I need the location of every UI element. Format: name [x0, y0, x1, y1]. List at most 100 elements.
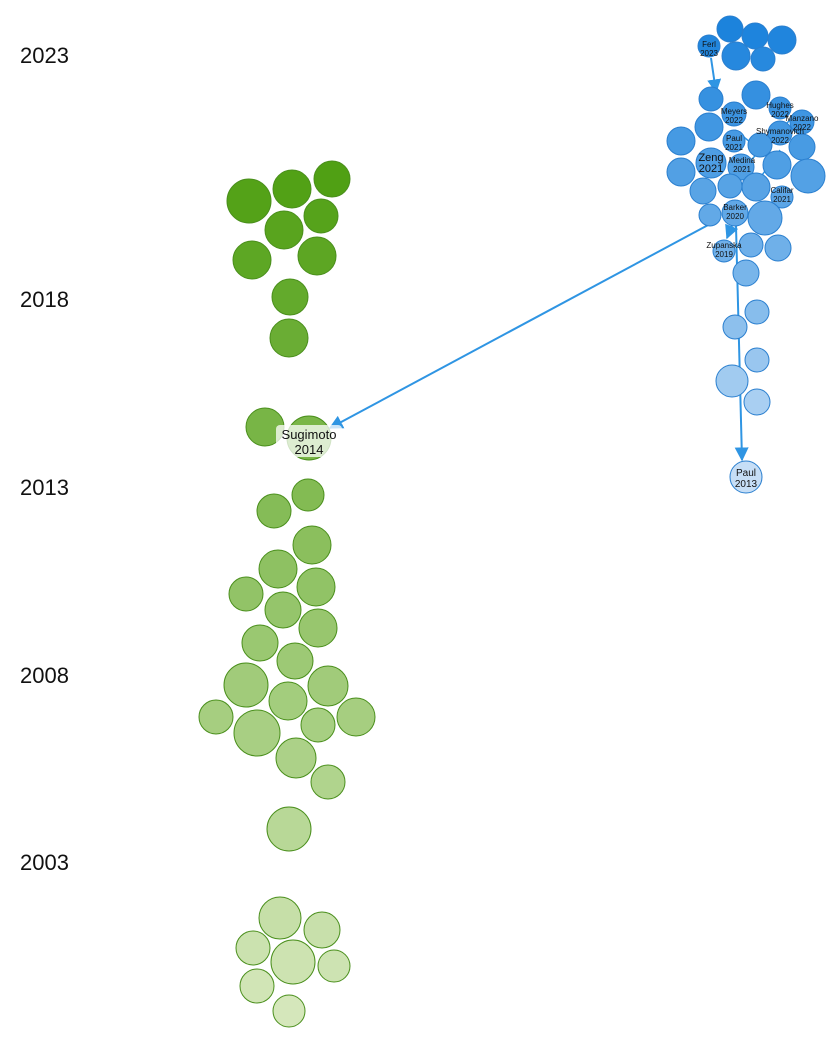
node-label-zeng-2021: Zeng 2021 [698, 152, 723, 175]
green-paper-node[interactable] [297, 236, 337, 276]
node-label-zupanska-2019: Zupanska 2019 [706, 241, 742, 259]
blue-paper-node[interactable] [743, 388, 771, 416]
node-year: 2022 [771, 110, 789, 119]
blue-paper-node[interactable] [689, 177, 717, 205]
blue-paper-node[interactable] [744, 299, 770, 325]
blue-paper-node[interactable] [741, 22, 769, 50]
blue-paper-node[interactable] [732, 259, 760, 287]
blue-paper-node[interactable] [715, 364, 749, 398]
node-label-barker-2020: Barker 2020 [723, 203, 747, 221]
green-paper-node[interactable] [198, 699, 234, 735]
green-paper-node[interactable] [264, 210, 304, 250]
green-paper-node[interactable] [269, 318, 309, 358]
green-paper-node[interactable] [228, 576, 264, 612]
node-label-meyers-2022: Meyers 2022 [721, 107, 747, 125]
green-paper-node[interactable] [266, 806, 312, 852]
blue-paper-node[interactable] [764, 234, 792, 262]
green-paper-node[interactable] [226, 178, 272, 224]
blue-paper-node[interactable] [729, 460, 763, 494]
green-paper-node[interactable] [336, 697, 376, 737]
green-paper-node[interactable] [256, 493, 292, 529]
green-paper-node[interactable] [310, 764, 346, 800]
blue-paper-node[interactable] [698, 203, 722, 227]
blue-paper-node[interactable] [738, 232, 764, 258]
green-paper-node[interactable] [296, 567, 336, 607]
blue-paper-node[interactable] [747, 200, 783, 236]
blue-paper-node[interactable] [770, 185, 794, 209]
blue-paper-node[interactable] [741, 80, 771, 110]
green-paper-node[interactable] [275, 737, 317, 779]
node-label-medina-2021: Medina 2021 [729, 156, 756, 174]
blue-paper-node[interactable] [695, 147, 727, 179]
node-author: Shymanovich [756, 127, 804, 136]
node-author: Meyers [721, 107, 747, 116]
blue-paper-node[interactable] [762, 150, 792, 180]
blue-paper-node[interactable] [722, 129, 746, 153]
year-label-2003: 2003 [20, 850, 69, 875]
blue-paper-node[interactable] [721, 199, 749, 227]
green-paper-node[interactable] [241, 624, 279, 662]
blue-paper-node[interactable] [747, 132, 773, 158]
blue-paper-node[interactable] [697, 34, 721, 58]
node-year: 2022 [725, 116, 743, 125]
node-year: 2014 [295, 442, 324, 457]
blue-paper-node[interactable] [767, 25, 797, 55]
node-author: Medina [729, 156, 756, 165]
node-author: Hughes [766, 101, 794, 110]
green-paper-node[interactable] [223, 662, 269, 708]
blue-paper-node[interactable] [768, 96, 792, 120]
blue-paper-node[interactable] [666, 126, 696, 156]
blue-paper-node[interactable] [741, 172, 771, 202]
node-label-hughes-2022: Hughes 2022 [766, 101, 794, 119]
green-paper-node[interactable] [271, 278, 309, 316]
green-paper-node[interactable] [232, 240, 272, 280]
green-paper-node[interactable] [272, 994, 306, 1028]
node-label-manzano-2022: Manzano 2022 [786, 114, 819, 132]
green-paper-node[interactable] [264, 591, 302, 629]
green-paper-node[interactable] [303, 198, 339, 234]
green-paper-node[interactable] [307, 665, 349, 707]
node-year: 2022 [771, 136, 789, 145]
green-paper-node[interactable] [317, 949, 351, 983]
green-paper-node[interactable] [298, 608, 338, 648]
blue-paper-node[interactable] [716, 15, 744, 43]
blue-paper-node[interactable] [721, 41, 751, 71]
blue-paper-node[interactable] [717, 173, 743, 199]
green-paper-node[interactable] [272, 169, 312, 209]
green-paper-node[interactable] [268, 681, 308, 721]
blue-paper-node[interactable] [721, 101, 747, 127]
blue-paper-node[interactable] [712, 239, 736, 263]
green-paper-node[interactable] [270, 939, 316, 985]
node-year: 2013 [735, 479, 758, 490]
green-paper-node[interactable] [276, 642, 314, 680]
green-paper-node[interactable] [233, 709, 281, 757]
green-paper-node[interactable] [235, 930, 271, 966]
green-paper-node[interactable] [258, 549, 298, 589]
year-label-2008: 2008 [20, 663, 69, 688]
blue-paper-node[interactable] [767, 120, 793, 146]
green-paper-node[interactable] [239, 968, 275, 1004]
green-cluster [198, 160, 376, 1028]
blue-paper-node[interactable] [727, 153, 755, 181]
green-paper-node[interactable] [258, 896, 302, 940]
green-paper-node[interactable] [303, 911, 341, 949]
blue-paper-node[interactable] [750, 46, 776, 72]
green-paper-node[interactable] [292, 525, 332, 565]
node-author: Ferl [702, 40, 716, 49]
blue-paper-node[interactable] [698, 86, 724, 112]
blue-paper-node[interactable] [788, 133, 816, 161]
green-paper-node[interactable] [300, 707, 336, 743]
node-author: Sugimoto [282, 427, 337, 442]
node-year: 2021 [773, 195, 791, 204]
green-paper-node[interactable] [291, 478, 325, 512]
blue-paper-node[interactable] [722, 314, 748, 340]
blue-paper-node[interactable] [694, 112, 724, 142]
node-label-shymanovich-2022: Shymanovich 2022 [756, 127, 804, 145]
green-paper-node[interactable] [313, 160, 351, 198]
edge-ferl-2023-to-meyers-2022 [707, 57, 722, 94]
blue-paper-node[interactable] [666, 157, 696, 187]
node-author: Zupanska [706, 241, 742, 250]
blue-paper-node[interactable] [790, 158, 826, 194]
blue-paper-node[interactable] [744, 347, 770, 373]
